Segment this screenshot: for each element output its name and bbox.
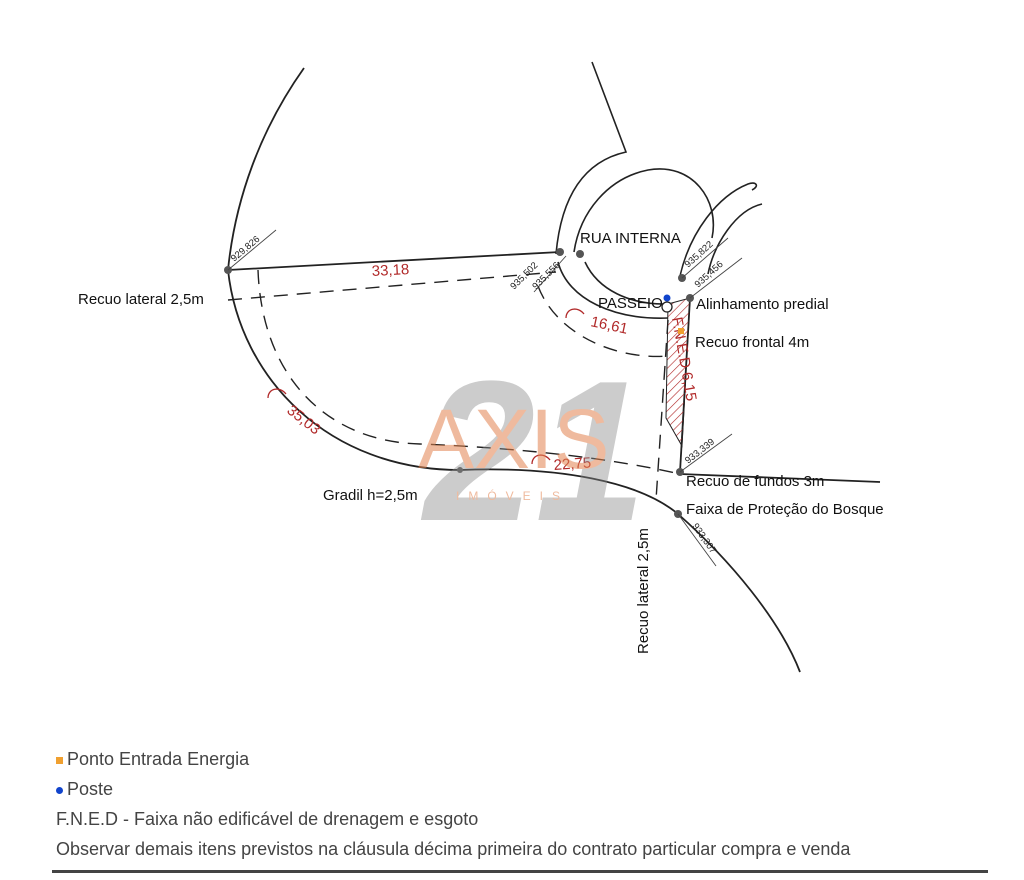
street-outline bbox=[555, 61, 763, 319]
dimension-curve-top: 16,61 bbox=[589, 313, 629, 337]
bottom-divider bbox=[52, 870, 988, 873]
legend-fned-definition: F.N.E.D - Faixa não edificável de drenag… bbox=[56, 809, 479, 829]
survey-point bbox=[576, 250, 584, 258]
pole-ring bbox=[661, 301, 673, 313]
fned-strip: F.N.E.D 6,15 bbox=[665, 297, 700, 448]
railing-label: Gradil h=2,5m bbox=[323, 487, 418, 504]
street-label: RUA INTERNA bbox=[580, 230, 681, 247]
legend-energy-point: Ponto Entrada Energia bbox=[56, 744, 986, 774]
legend: Ponto Entrada Energia Poste F.N.E.D - Fa… bbox=[56, 744, 986, 864]
survey-point bbox=[457, 467, 463, 473]
watermark-number: 21 bbox=[420, 340, 646, 563]
side-setback-right-label: Recuo lateral 2,5m bbox=[635, 528, 652, 654]
survey-point bbox=[556, 248, 564, 256]
energy-point-marker bbox=[678, 328, 684, 334]
side-setback-left-label: Recuo lateral 2,5m bbox=[78, 291, 204, 308]
legend-energy-point-label: Ponto Entrada Energia bbox=[67, 749, 250, 769]
elevation-right-mid: 933,339 bbox=[683, 437, 717, 467]
arc-symbol bbox=[267, 388, 287, 399]
sidewalk-label: PASSEIO bbox=[598, 295, 663, 312]
elevation-right-bottom: 933,307 bbox=[690, 521, 719, 555]
pole-marker bbox=[663, 294, 671, 302]
dimension-top: 33,18 bbox=[371, 261, 409, 280]
dimension-curve-left: 35,03 bbox=[284, 402, 324, 439]
building-alignment-label: Alinhamento predial bbox=[696, 296, 829, 313]
elevation-left: 929,826 bbox=[229, 234, 262, 265]
legend-pole: Poste bbox=[56, 774, 986, 804]
legend-note: Observar demais itens previstos na cláus… bbox=[56, 839, 851, 859]
rear-setback-label: Recuo de fundos 3m bbox=[686, 473, 824, 490]
legend-pole-label: Poste bbox=[67, 779, 114, 799]
arc-symbol bbox=[565, 308, 585, 319]
watermark-brand: AXIS bbox=[418, 392, 609, 486]
watermark-tagline: IMÓVEIS bbox=[456, 488, 569, 503]
forest-protection-label: Faixa de Proteção do Bosque bbox=[686, 501, 884, 518]
setback-lines bbox=[227, 269, 681, 501]
energy-point-swatch bbox=[56, 756, 63, 764]
front-setback-label: Recuo frontal 4m bbox=[695, 334, 809, 351]
watermark: 21 AXIS IMÓVEIS bbox=[418, 340, 646, 563]
dimension-curve-bottom: 22,75 bbox=[553, 454, 592, 474]
arc-symbol bbox=[531, 454, 551, 465]
pole-swatch bbox=[56, 786, 63, 794]
elevation-tags bbox=[227, 229, 743, 567]
